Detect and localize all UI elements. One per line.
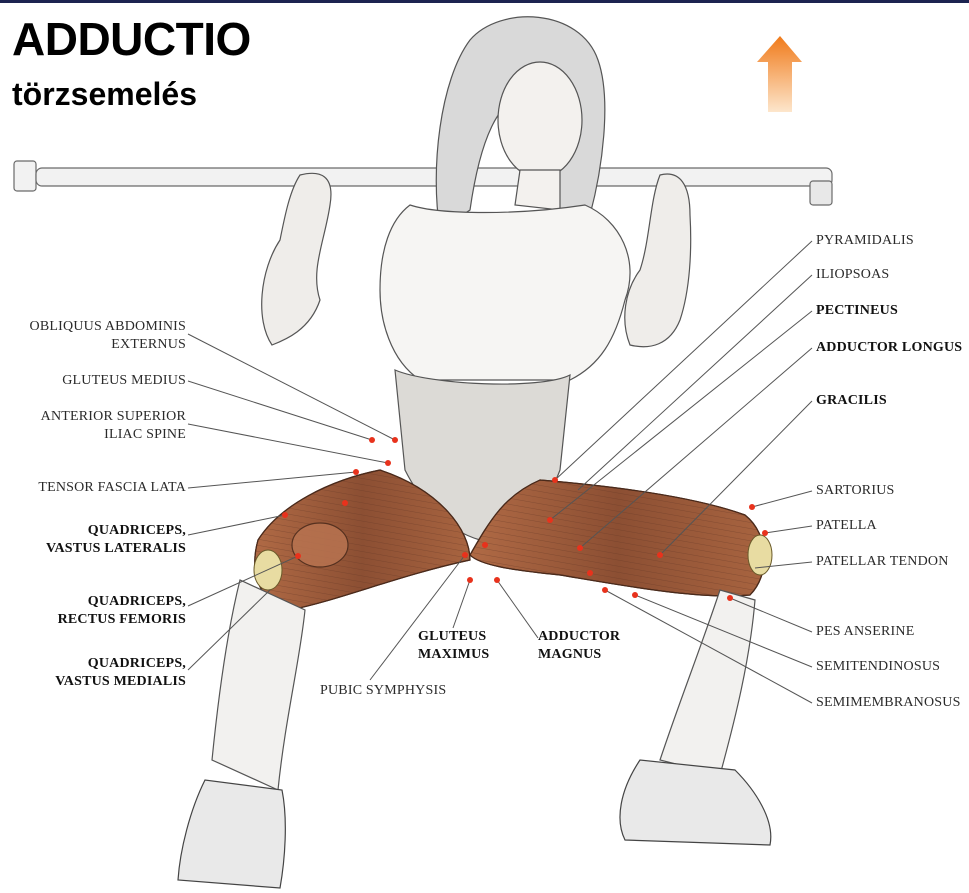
label-anterior-superior: ANTERIOR SUPERIOR ILIAC SPINE	[41, 408, 186, 444]
label-quad-lateralis: QUADRICEPS, VASTUS LATERALIS	[46, 522, 186, 558]
label-quad-medialis-line1: QUADRICEPS,	[55, 655, 186, 673]
label-quad-medialis: QUADRICEPS, VASTUS MEDIALIS	[55, 655, 186, 691]
label-gluteus-maximus: GLUTEUS MAXIMUS	[418, 628, 489, 664]
label-adductor-magnus-line1: ADDUCTOR	[538, 628, 620, 646]
barbell	[14, 161, 832, 205]
label-gluteus-medius: GLUTEUS MEDIUS	[62, 372, 186, 390]
label-obliquus: OBLIQUUS ABDOMINIS EXTERNUS	[30, 318, 186, 354]
label-adductor-magnus: ADDUCTOR MAGNUS	[538, 628, 620, 664]
label-pectineus: PECTINEUS	[816, 302, 898, 320]
label-gluteus-maximus-line1: GLUTEUS	[418, 628, 489, 646]
label-pes-anserine: PES ANSERINE	[816, 623, 914, 641]
right-thigh	[470, 480, 764, 596]
label-adductor-magnus-line2: MAGNUS	[538, 646, 620, 664]
label-sartorius: SARTORIUS	[816, 482, 895, 500]
label-pyramidalis: PYRAMIDALIS	[816, 232, 914, 250]
label-pubic-symphysis: PUBIC SYMPHYSIS	[320, 682, 446, 700]
label-gluteus-maximus-line2: MAXIMUS	[418, 646, 489, 664]
label-semitendinosus: SEMITENDINOSUS	[816, 658, 940, 676]
page-subtitle: törzsemelés	[12, 78, 197, 110]
page-title: ADDUCTIO	[12, 16, 251, 62]
label-quad-rectus: QUADRICEPS, RECTUS FEMORIS	[58, 593, 186, 629]
label-obliquus-line1: OBLIQUUS ABDOMINIS	[30, 318, 186, 336]
label-quad-lateralis-line2: VASTUS LATERALIS	[46, 540, 186, 558]
label-quad-rectus-line2: RECTUS FEMORIS	[58, 611, 186, 629]
label-quad-medialis-line2: VASTUS MEDIALIS	[55, 673, 186, 691]
label-obliquus-line2: EXTERNUS	[30, 336, 186, 354]
label-quad-rectus-line1: QUADRICEPS,	[58, 593, 186, 611]
label-patella: PATELLA	[816, 517, 877, 535]
label-gracilis: GRACILIS	[816, 392, 887, 410]
label-adductor-longus: ADDUCTOR LONGUS	[816, 339, 962, 357]
legs	[212, 580, 755, 790]
label-patellar-tendon: PATELLAR TENDON	[816, 553, 949, 571]
label-quad-lateralis-line1: QUADRICEPS,	[46, 522, 186, 540]
label-semimembranosus: SEMIMEMBRANOSUS	[816, 694, 961, 712]
label-iliopsoas: ILIOPSOAS	[816, 266, 889, 284]
label-tensor: TENSOR FASCIA LATA	[38, 479, 186, 497]
label-anterior-line2: ILIAC SPINE	[41, 426, 186, 444]
label-anterior-line1: ANTERIOR SUPERIOR	[41, 408, 186, 426]
arrow-up-icon	[757, 36, 802, 112]
